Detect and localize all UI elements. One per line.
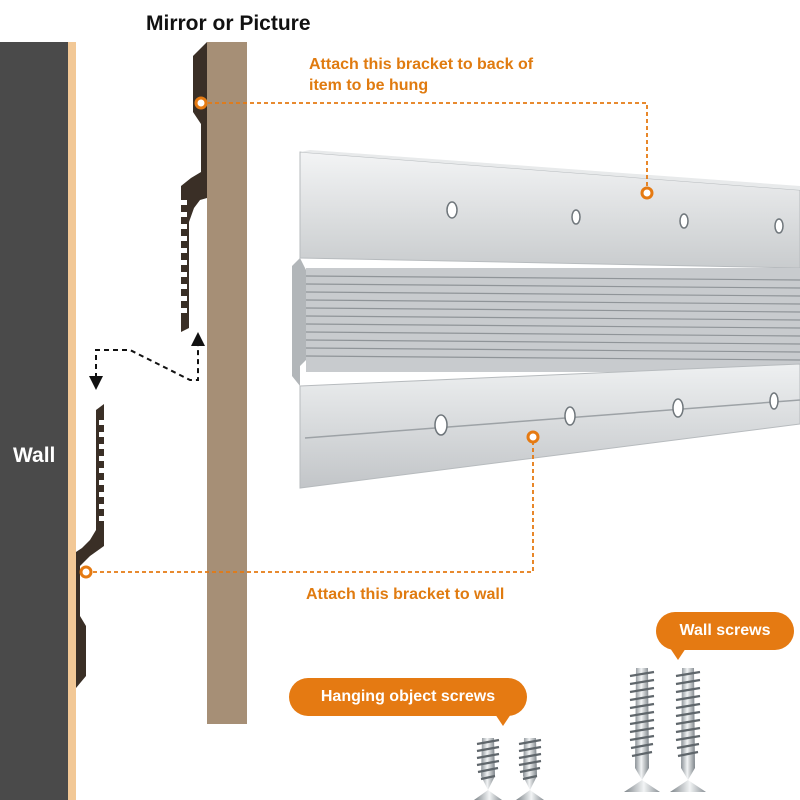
movement-path — [95, 340, 199, 381]
hanging-object-screw — [516, 738, 544, 800]
cleat-top-dot — [640, 186, 654, 200]
arrow-down — [89, 376, 103, 390]
item-bracket-note-line-2: item to be hung — [309, 77, 429, 94]
wall — [0, 42, 68, 800]
wall-screws-callout-tail — [670, 648, 686, 660]
item-bracket-teeth — [181, 200, 187, 313]
wall-bracket-teeth — [99, 420, 105, 521]
wall-screw — [670, 668, 706, 792]
cleat-bevel — [292, 258, 306, 386]
callout-lines — [86, 102, 648, 573]
item-bracket-note-line-1: Attach this bracket to back of — [309, 56, 534, 73]
cleat-bottom-dot — [526, 430, 540, 444]
wall-bracket — [76, 404, 104, 688]
wall-bracket-dot — [79, 565, 93, 579]
hanging-object-screw — [474, 738, 502, 800]
cleat-ribs — [305, 275, 800, 361]
cleat-holes-bottom — [434, 392, 779, 436]
diagram-title: Mirror or Picture — [146, 12, 311, 35]
cleat-bottom-face — [299, 363, 800, 489]
hanging-screws-label: Hanging object screws — [320, 688, 496, 705]
item-bracket-dot — [194, 96, 208, 110]
wall-screws-callout: Wall screws — [656, 612, 794, 660]
wall-screws-label: Wall screws — [679, 622, 771, 639]
cleat-holes-top — [446, 201, 784, 234]
arrow-up — [191, 332, 205, 346]
wall-label: Wall — [13, 444, 56, 467]
item-bracket — [181, 42, 207, 332]
picture-board — [207, 42, 247, 724]
wall-bracket-note: Attach this bracket to wall — [306, 586, 505, 603]
cleat-ribbed-face — [306, 268, 800, 372]
callout-dots — [79, 96, 654, 579]
item-bracket-note: Attach this bracket to back of item to b… — [309, 54, 533, 96]
hanging-screws-callout-tail — [495, 714, 511, 726]
wall-screw — [624, 668, 660, 792]
hanging-screws-callout: Hanging object screws — [289, 678, 527, 726]
metal-cleat — [292, 150, 800, 489]
cleat-top-edge — [300, 150, 800, 190]
wall-edge — [68, 42, 76, 800]
cleat-groove — [304, 399, 800, 439]
